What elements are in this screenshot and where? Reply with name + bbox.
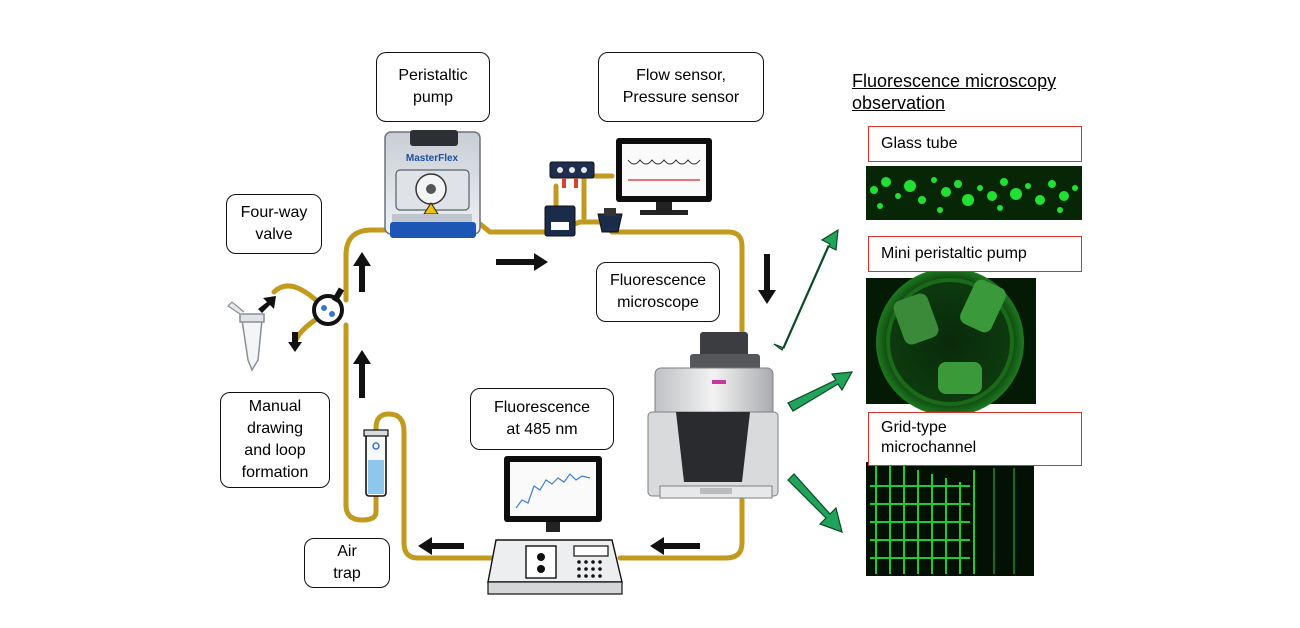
observation-title: Fluorescence microscopy observation xyxy=(852,70,1056,114)
panel-label-line: microchannel xyxy=(881,439,977,456)
label-line: Four-way xyxy=(240,204,308,221)
grid-microchannel-image xyxy=(866,462,1034,576)
label-line: Peristaltic xyxy=(398,67,468,84)
label-line: Flow sensor, xyxy=(636,67,726,84)
label-line: drawing xyxy=(246,420,304,437)
label-line: Manual xyxy=(248,398,302,415)
pump-brand-text: MasterFlex xyxy=(406,153,459,164)
label-line: Fluorescence xyxy=(609,272,707,289)
label-line: Air xyxy=(337,543,357,560)
panel-label-grid-microchannel: Grid-type microchannel xyxy=(868,412,1082,466)
label-line: microscope xyxy=(617,294,699,311)
panel-label-mini-pump: Mini peristaltic pump xyxy=(868,236,1082,272)
label-flow-sensor: Flow sensor, Pressure sensor xyxy=(598,52,764,122)
arrow-up-icon xyxy=(353,252,371,292)
green-arrow-icon xyxy=(787,473,843,533)
green-arrow-icon xyxy=(773,228,839,351)
pressure-sensor-icon xyxy=(597,208,623,233)
sensor-hub-icon xyxy=(549,161,595,188)
title-line: Fluorescence microscopy xyxy=(852,71,1057,91)
arrow-up-icon xyxy=(353,350,371,398)
label-fluorescence-microscope: Fluorescence microscope xyxy=(596,262,720,322)
label-line: at 485 nm xyxy=(506,421,578,438)
sensor-monitor-icon xyxy=(616,138,712,215)
fluorescence-microscope-icon xyxy=(647,332,779,499)
panel-label-line: Glass tube xyxy=(881,135,958,152)
glass-tube-image xyxy=(866,166,1082,220)
label-line: Pressure sensor xyxy=(622,89,740,106)
label-line: and loop xyxy=(244,442,306,459)
green-arrow-icon xyxy=(787,371,854,412)
arrow-right-icon xyxy=(496,253,548,271)
label-line: trap xyxy=(333,565,361,582)
panel-label-line: Mini peristaltic pump xyxy=(881,245,1027,262)
arrow-down-icon xyxy=(288,332,302,352)
sample-tube-icon xyxy=(227,301,265,372)
panel-label-line: Grid-type xyxy=(881,419,947,436)
label-fluorescence-485: Fluorescence at 485 nm xyxy=(470,388,614,450)
fluorometer-monitor-icon xyxy=(504,456,602,532)
title-line: observation xyxy=(852,93,946,113)
observation-arrows xyxy=(773,228,854,533)
label-four-way-valve: Four-way valve xyxy=(226,194,322,254)
arrow-up-right-icon xyxy=(258,296,276,313)
mini-pump-image xyxy=(866,268,1036,416)
flow-arrows xyxy=(258,252,776,555)
label-peristaltic-pump: Peristaltic pump xyxy=(376,52,490,122)
four-way-valve-icon xyxy=(312,287,345,326)
peristaltic-pump-icon: MasterFlex xyxy=(384,130,481,238)
arrow-left-icon xyxy=(418,537,464,555)
arrow-down-icon xyxy=(758,254,776,304)
label-manual-drawing: Manual drawing and loop formation xyxy=(220,392,330,488)
label-air-trap: Air trap xyxy=(304,538,390,588)
air-trap-icon xyxy=(363,429,389,497)
panel-label-glass-tube: Glass tube xyxy=(868,126,1082,162)
label-line: valve xyxy=(255,226,293,243)
label-line: pump xyxy=(412,89,454,106)
label-line: formation xyxy=(241,464,309,481)
flow-sensor-icon xyxy=(544,205,576,237)
arrow-left-icon xyxy=(650,537,700,555)
label-line: Fluorescence xyxy=(493,399,591,416)
fluorometer-body-icon xyxy=(487,539,623,595)
